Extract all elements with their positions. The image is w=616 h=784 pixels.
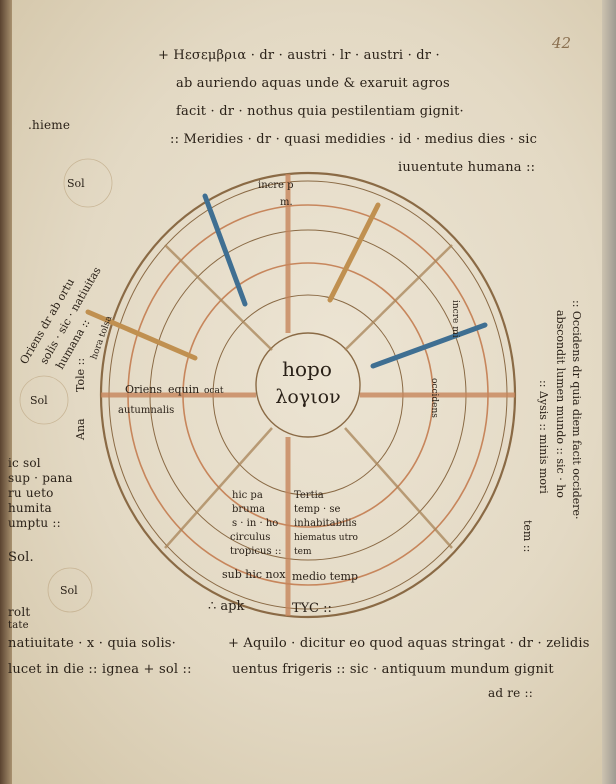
sun-label: Sol bbox=[30, 394, 48, 407]
tan-stroke bbox=[85, 309, 198, 361]
margin-note: .hieme bbox=[28, 118, 71, 132]
bottom-text-line: ad re :: bbox=[488, 686, 533, 700]
bottom-text-line: natiuitate · x · quia solis· bbox=[8, 636, 177, 651]
diagram-label: hiematus utro bbox=[294, 533, 358, 543]
diagram-label: tem bbox=[294, 547, 312, 557]
sun-circle bbox=[19, 375, 69, 425]
page-edge bbox=[602, 0, 616, 784]
margin-note: ic sol bbox=[8, 456, 41, 470]
top-text-line: :: Meridies · dr · quasi medidies · id ·… bbox=[170, 132, 538, 147]
diagram-label: incre p bbox=[258, 180, 294, 191]
center-title: hopo bbox=[282, 357, 332, 381]
diagram-label: ∴ apk bbox=[208, 599, 244, 614]
top-text-line: iuuentute humana :: bbox=[398, 160, 536, 175]
diagram-label: Ana bbox=[74, 418, 87, 441]
diagram-label: incre mi bbox=[450, 300, 460, 338]
folio-number: 42 bbox=[552, 34, 572, 52]
top-text-line: ab auriendo aquas unde & exaruit agros bbox=[176, 76, 450, 91]
bottom-text-line: uentus frigeris :: sic · antiquum mundum… bbox=[232, 662, 554, 677]
diagram-label: Oriens bbox=[125, 383, 162, 396]
bottom-text-line: lucet in die :: ignea + sol :: bbox=[8, 662, 192, 677]
diagram-label: ocat bbox=[204, 386, 224, 396]
diagram-label: autumnalis bbox=[118, 405, 174, 416]
margin-note: abscondit lumen mundo :: sic · ho bbox=[554, 310, 567, 498]
cardinal-axes bbox=[101, 174, 515, 616]
diagram-label: TYC :: bbox=[292, 601, 332, 616]
top-text-line: + Ηεσεμβρια · dr · austri · lr · austri … bbox=[158, 48, 440, 63]
diagram-label: equin bbox=[168, 383, 199, 396]
top-text-line: facit · dr · nothus quia pestilentiam gi… bbox=[176, 104, 464, 119]
blue-stroke bbox=[202, 193, 248, 307]
diagram-label: circulus bbox=[230, 532, 270, 543]
diagram-label: s · in · ho bbox=[232, 518, 278, 529]
sun-label: Sol bbox=[67, 177, 85, 190]
diagram-label: m. bbox=[280, 197, 293, 208]
margin-note: Sol. bbox=[8, 550, 34, 565]
margin-note: tate bbox=[8, 620, 29, 631]
diagram-label: temp · se bbox=[294, 504, 340, 515]
margin-note: rolt bbox=[8, 605, 31, 619]
margin-note: tem :: bbox=[521, 520, 534, 552]
blue-stroke bbox=[370, 322, 488, 369]
diagram-label: sub hic nox bbox=[222, 568, 286, 581]
diagram-label: hora tolsa bbox=[89, 314, 114, 361]
sun-label: Sol bbox=[60, 584, 78, 597]
binding-edge bbox=[0, 0, 12, 784]
bottom-text-line: + Aquilo · dicitur eo quod aquas stringa… bbox=[228, 636, 590, 651]
margin-note: humita bbox=[8, 501, 52, 515]
diagram-label: medio temp bbox=[292, 570, 358, 583]
margin-note: ru ueto bbox=[8, 486, 54, 500]
diagram-label: Tertia bbox=[294, 490, 324, 501]
diagram-label: tropicus :: bbox=[230, 546, 282, 557]
diagram-label: bruma bbox=[232, 504, 265, 515]
margin-note: :: Δysis :: minis mori bbox=[537, 380, 550, 494]
diagram-label: occidens bbox=[429, 378, 439, 418]
sun-circle bbox=[63, 158, 113, 208]
margin-note: umptu :: bbox=[8, 516, 61, 530]
diagram-label: Tole :: bbox=[74, 358, 87, 392]
margin-note: :: Occidens dr quia diem facit occidere· bbox=[570, 300, 583, 520]
center-circle bbox=[255, 332, 361, 438]
diagonal-axes bbox=[164, 244, 453, 549]
diagram-label: hic pa bbox=[232, 490, 263, 501]
tan-stroke bbox=[327, 202, 381, 303]
center-title: λογιον bbox=[275, 386, 340, 408]
diagram-label: inhabitabilis bbox=[294, 518, 357, 529]
margin-note: sup · pana bbox=[8, 471, 73, 485]
sun-circle bbox=[47, 567, 93, 613]
